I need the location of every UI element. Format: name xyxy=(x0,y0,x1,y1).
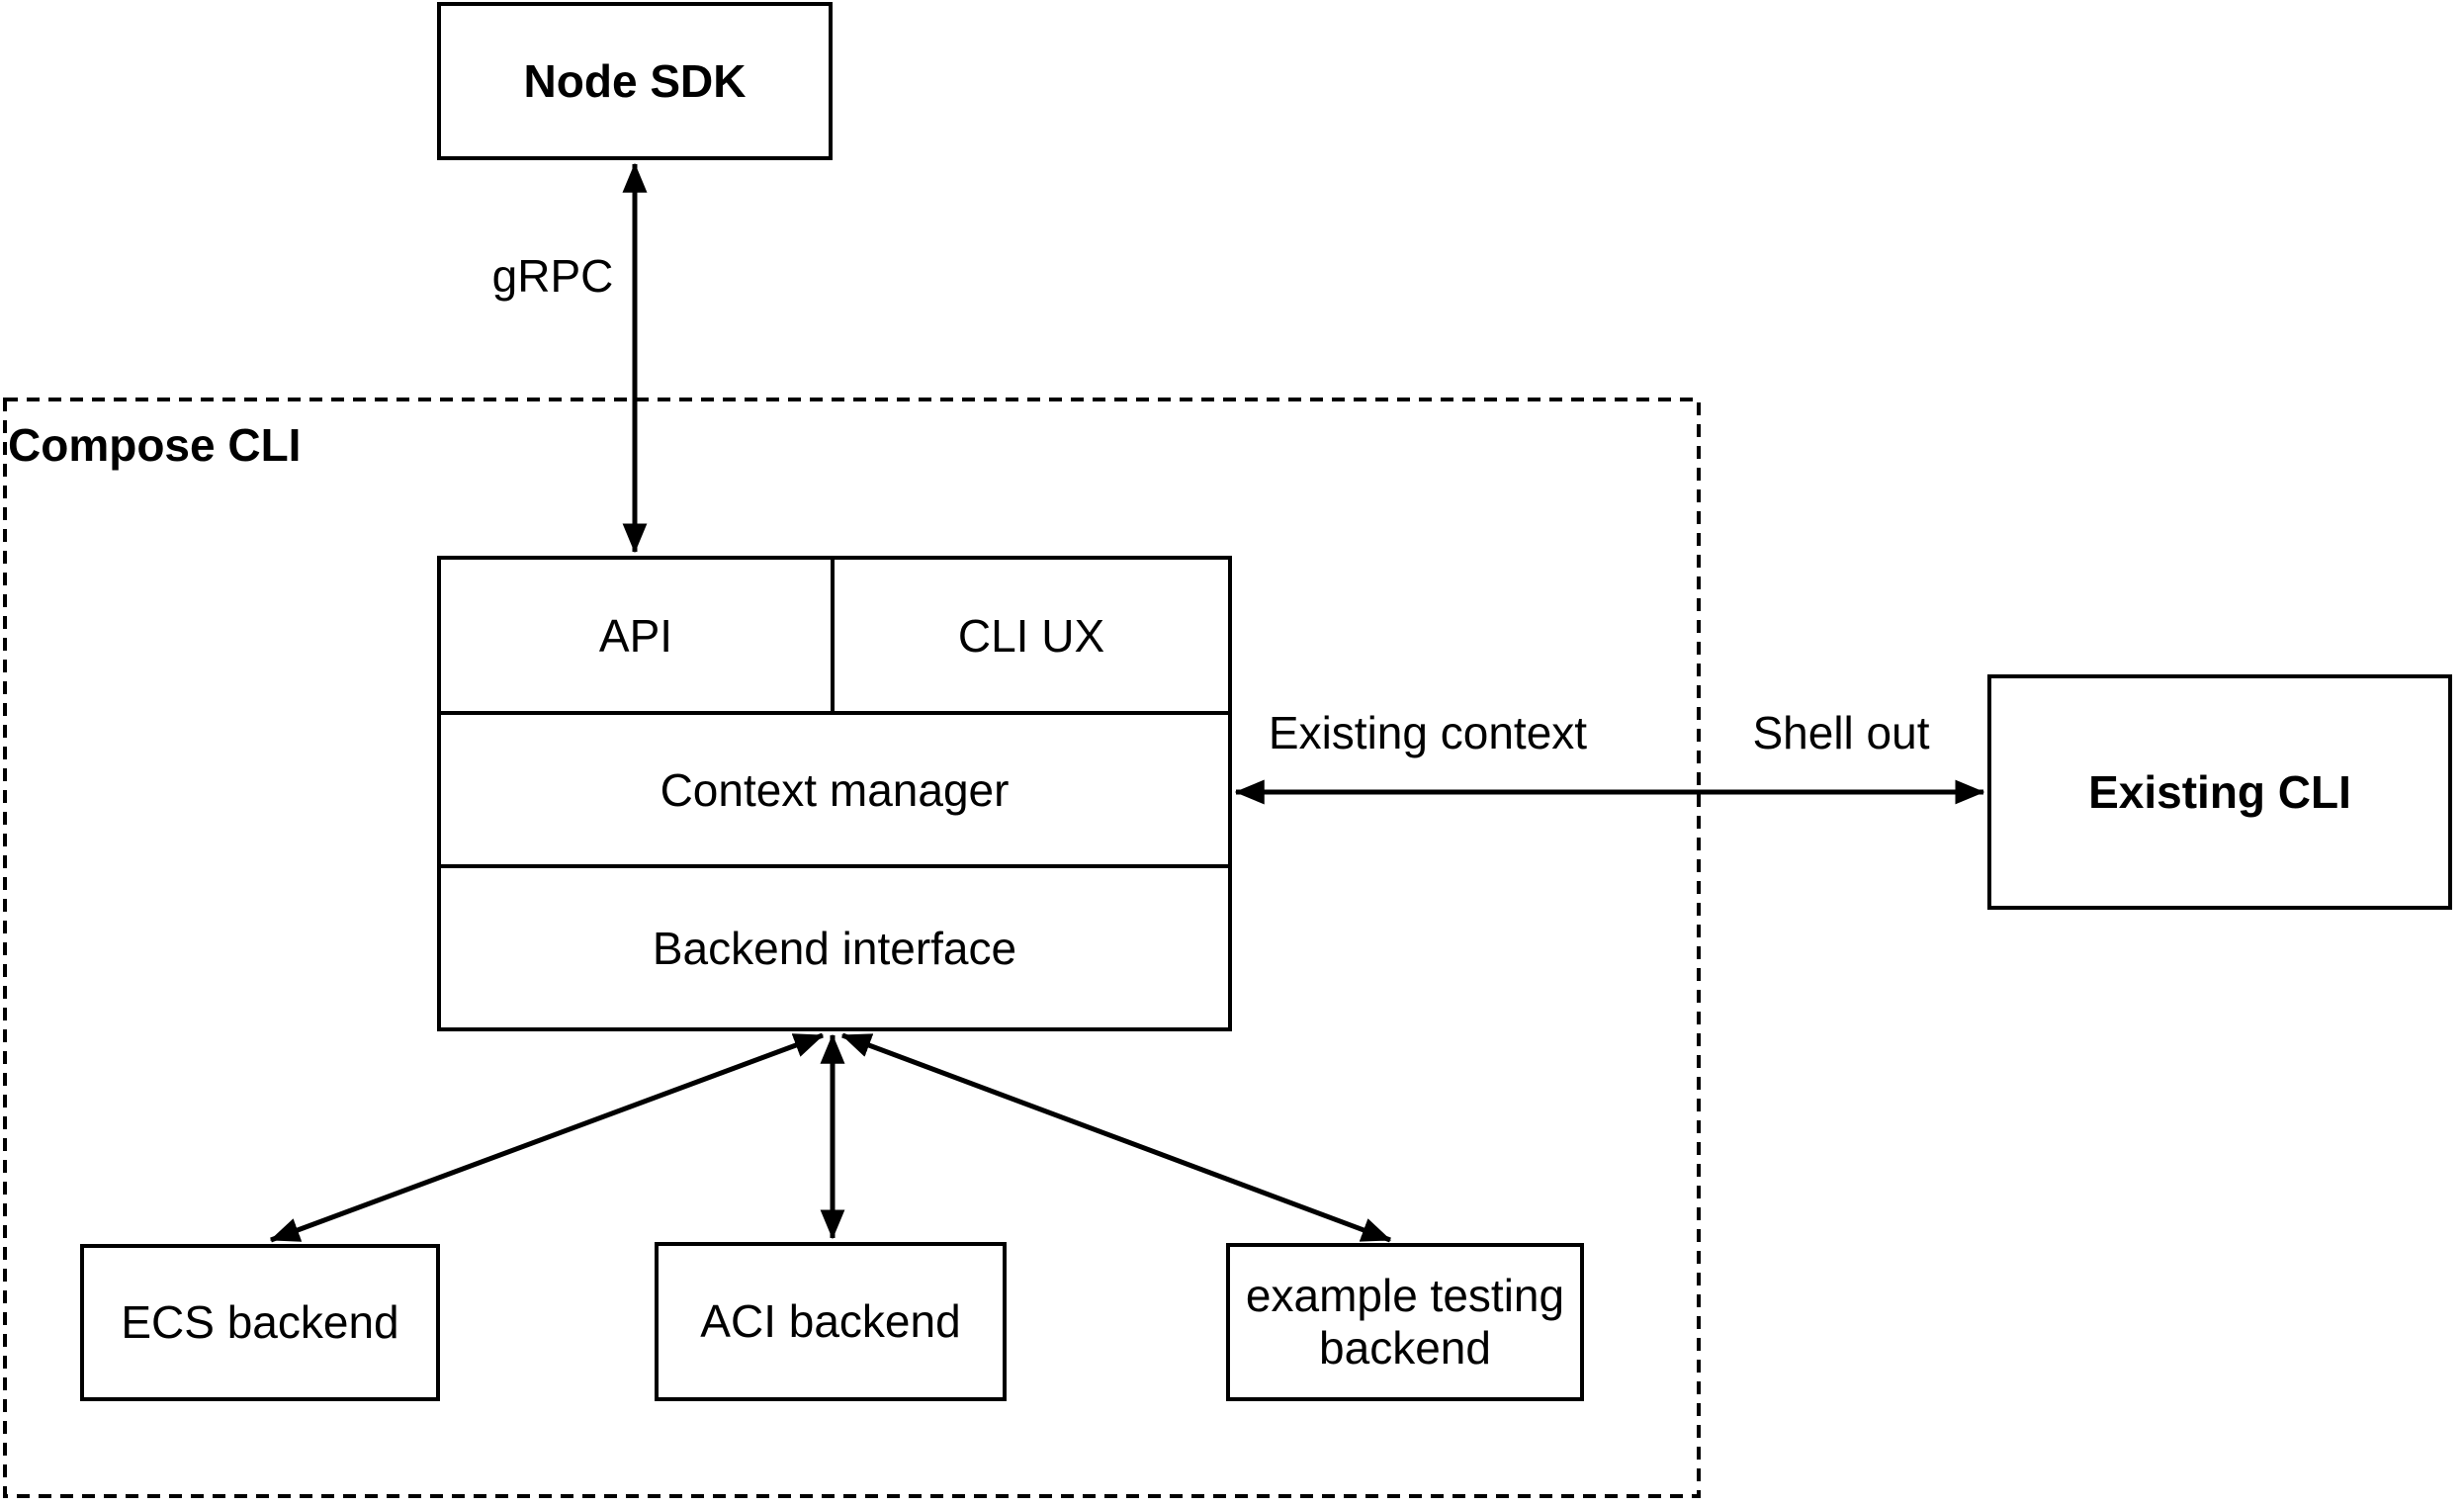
context-manager-box: Context manager xyxy=(441,715,1228,868)
aci-backend-label: ACI backend xyxy=(700,1295,961,1348)
aci-backend-box: ACI backend xyxy=(655,1242,1007,1401)
backend-interface-label: Backend interface xyxy=(652,922,1017,974)
example-testing-backend-box: example testing backend xyxy=(1226,1243,1584,1401)
node-sdk-label: Node SDK xyxy=(523,54,747,107)
stack-top-row: API CLI UX xyxy=(441,560,1228,715)
backend-to-ecs-arrow xyxy=(269,1032,825,1243)
node-sdk-box: Node SDK xyxy=(437,2,833,160)
existing-cli-box: Existing CLI xyxy=(1987,674,2452,910)
existing-cli-label: Existing CLI xyxy=(2088,765,2351,818)
backend-interface-box: Backend interface xyxy=(441,868,1228,1027)
context-manager-label: Context manager xyxy=(660,763,1010,816)
existing-context-edge-label: Existing context xyxy=(1268,707,1588,758)
example-testing-backend-label: example testing backend xyxy=(1245,1270,1565,1374)
shell-out-edge-label: Shell out xyxy=(1752,707,1930,758)
api-label: API xyxy=(598,609,673,662)
compose-cli-group-label: Compose CLI xyxy=(8,419,302,471)
compose-cli-stack-box: API CLI UX Context manager Backend inter… xyxy=(437,556,1232,1031)
ecs-backend-box: ECS backend xyxy=(80,1244,440,1401)
backend-to-example-arrow xyxy=(840,1032,1392,1243)
api-box: API xyxy=(441,560,835,711)
grpc-edge-label: gRPC xyxy=(491,250,614,302)
cli-ux-box: CLI UX xyxy=(835,560,1228,711)
ecs-backend-label: ECS backend xyxy=(121,1296,399,1349)
cli-ux-label: CLI UX xyxy=(957,609,1105,662)
